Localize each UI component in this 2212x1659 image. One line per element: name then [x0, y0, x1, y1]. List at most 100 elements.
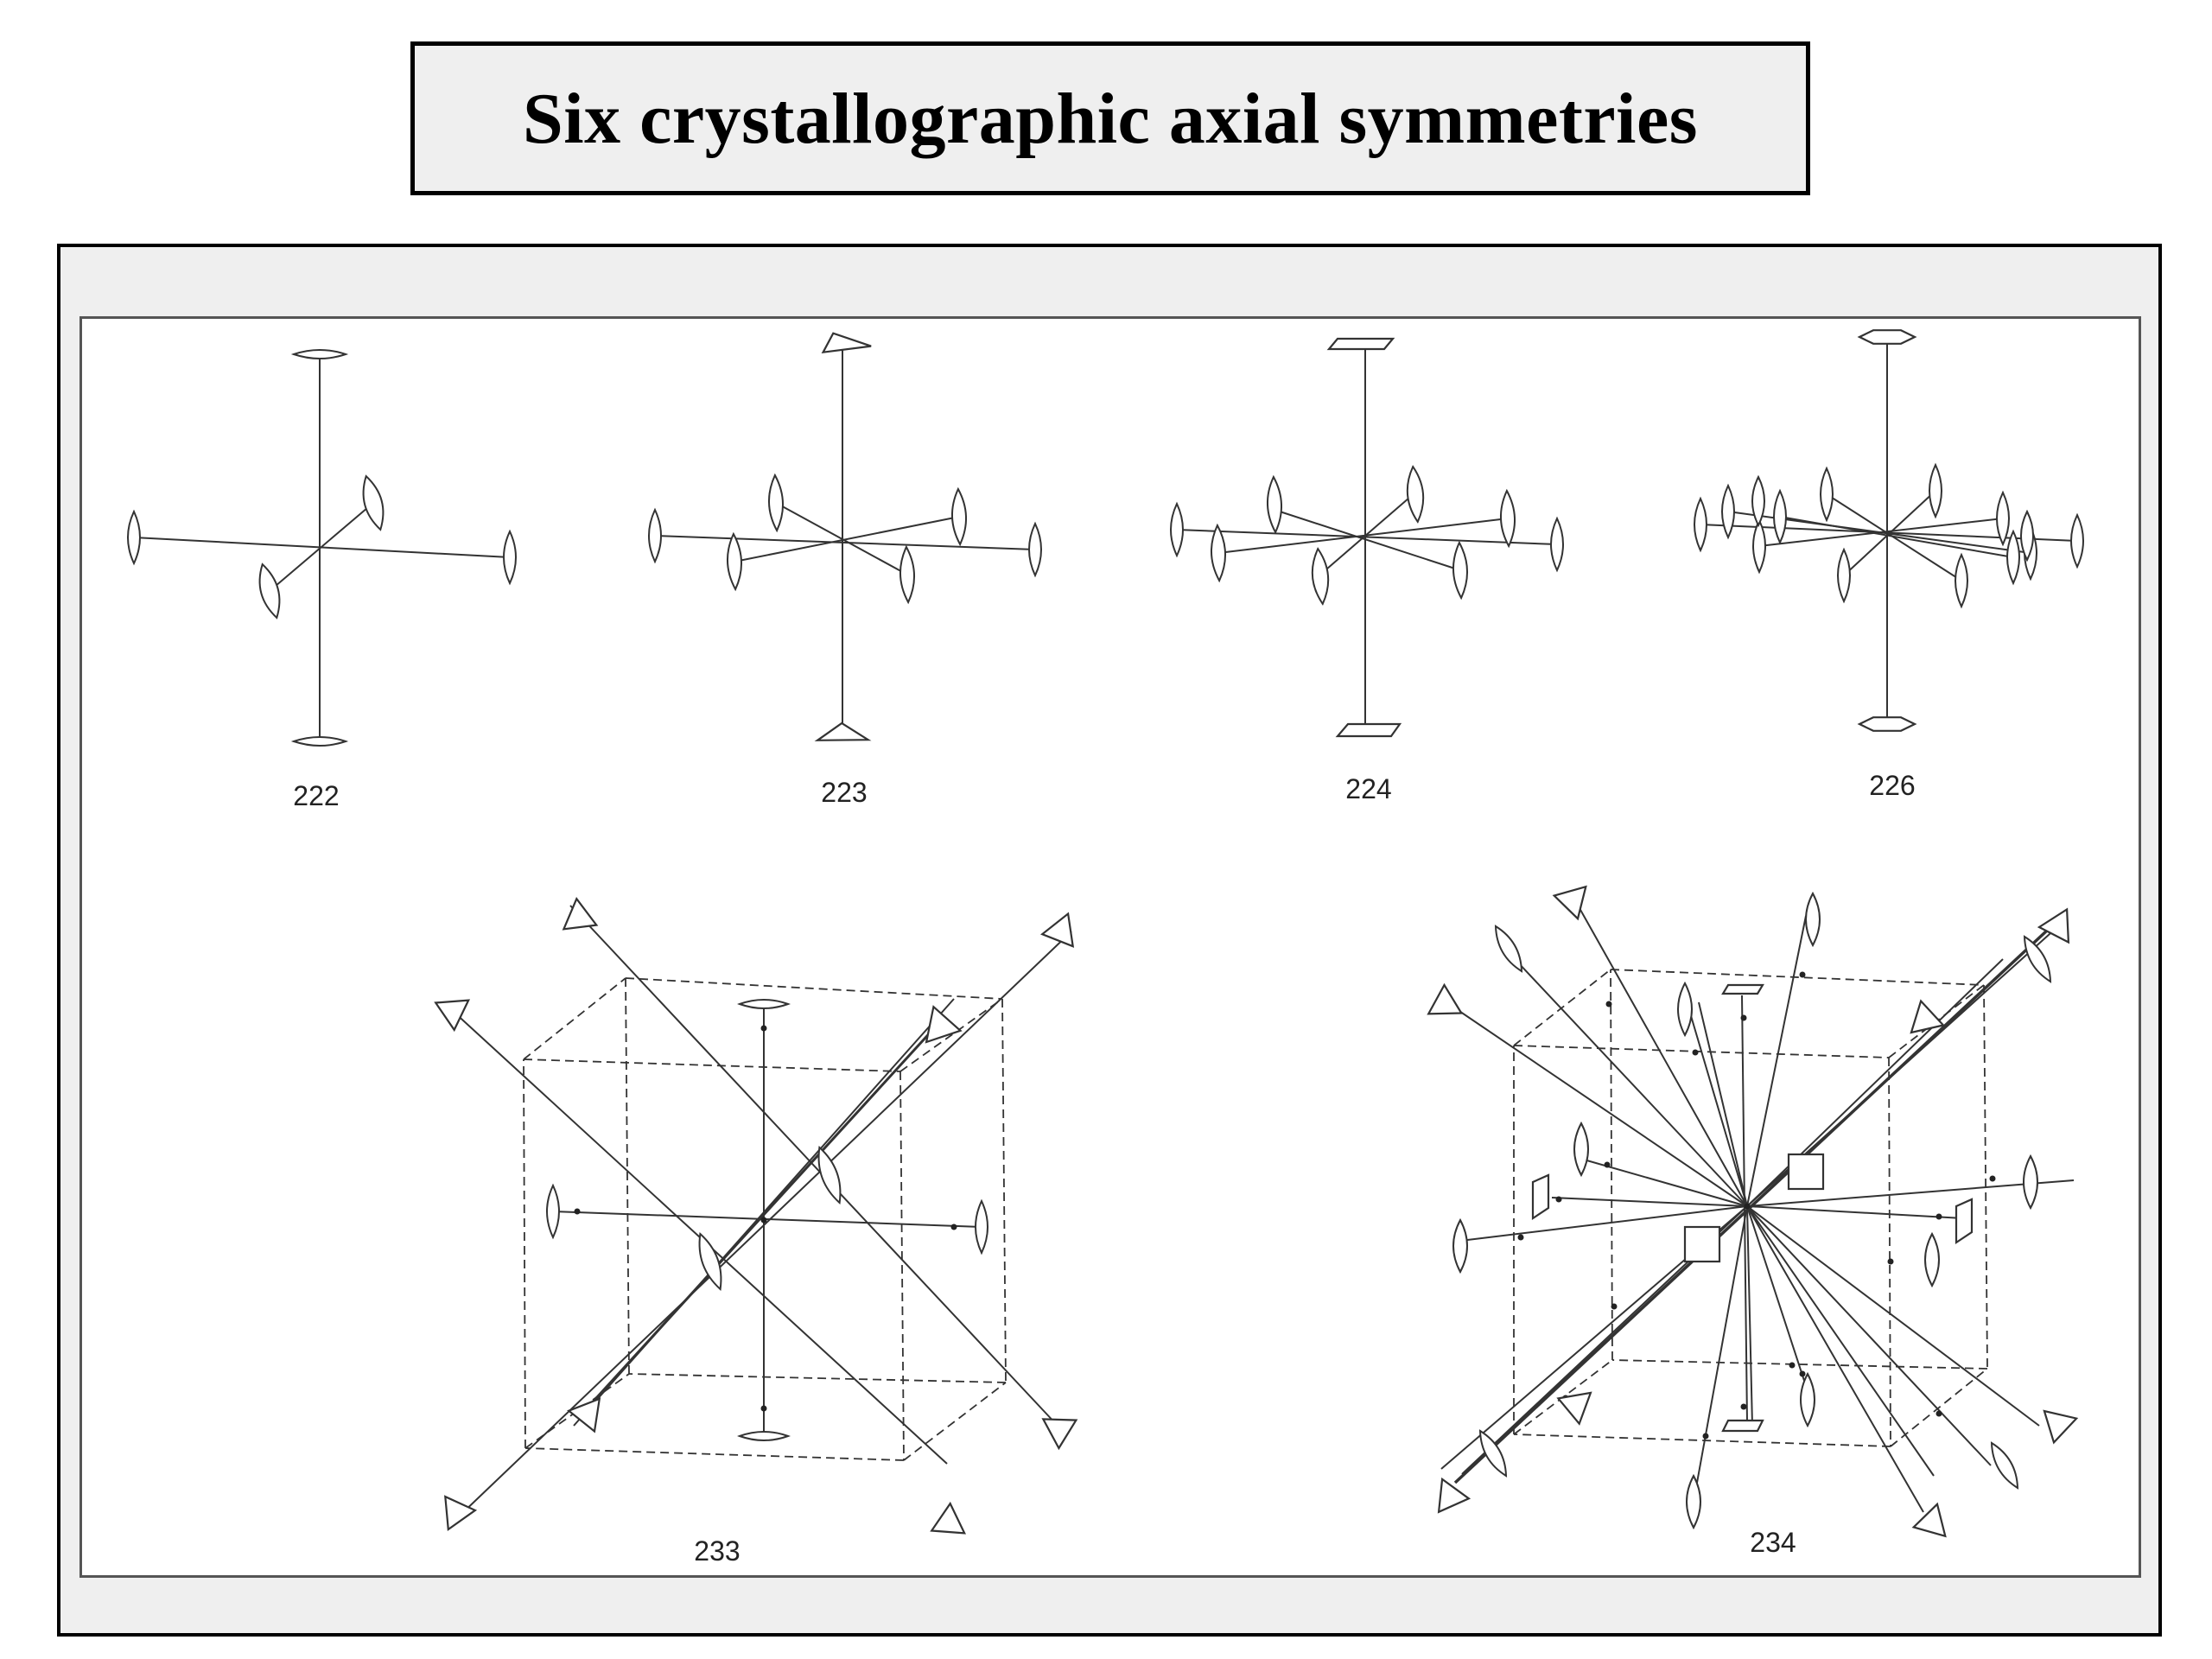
twofold-symbol — [258, 563, 281, 620]
axis-point — [1555, 1196, 1562, 1203]
axis-line — [1551, 1197, 1748, 1207]
axis-line — [1758, 518, 2004, 547]
fourfold-symbol — [1335, 722, 1402, 738]
axis-line — [1746, 1205, 1808, 1392]
figure-panel — [79, 316, 2141, 1578]
twofold-symbol — [1478, 1429, 1508, 1478]
axis-point — [1517, 1234, 1524, 1241]
threefold-symbol — [930, 1501, 967, 1535]
axis-point — [1702, 1433, 1709, 1440]
twofold-symbol — [1677, 981, 1693, 1038]
axis-line — [625, 977, 1003, 1000]
twofold-symbol — [1452, 1217, 1468, 1274]
twofold-symbol — [290, 349, 349, 359]
twofold-symbol — [2006, 529, 2020, 586]
axis-line — [1446, 1001, 1748, 1207]
twofold-symbol — [1550, 516, 1564, 573]
twofold-symbol — [1266, 474, 1283, 535]
axis-line — [1610, 969, 1985, 986]
axis-line — [1453, 928, 2050, 1484]
axis-line — [734, 516, 960, 563]
axis-line — [1983, 984, 1988, 1370]
axis-line — [524, 1447, 905, 1461]
axis-point — [1936, 1410, 1942, 1417]
twofold-symbol — [737, 1431, 791, 1441]
twofold-symbol — [950, 486, 968, 547]
sixfold-symbol — [1857, 329, 1917, 345]
label-224: 224 — [1345, 773, 1391, 804]
twofold-symbol — [1694, 496, 1707, 553]
axis-line — [1746, 1205, 1935, 1477]
axis-line — [1176, 529, 1558, 545]
page-title: Six crystallographic axial symmetries — [523, 78, 1698, 159]
label-234: 234 — [1750, 1527, 1796, 1558]
axis-point — [950, 1224, 957, 1230]
twofold-symbol — [698, 1232, 722, 1291]
axis-line — [1217, 518, 1509, 554]
threefold-symbol — [2043, 1409, 2079, 1445]
axis-point — [1789, 1362, 1796, 1369]
axis-point — [1740, 1403, 1747, 1410]
twofold-symbol — [2020, 509, 2034, 563]
twofold-symbol — [817, 1146, 842, 1205]
axis-point — [574, 1208, 581, 1215]
label-226: 226 — [1869, 770, 1915, 801]
twofold-symbol — [1499, 488, 1516, 549]
axis-point — [1799, 1370, 1806, 1377]
twofold-symbol — [648, 507, 662, 564]
twofold-symbol — [503, 529, 517, 586]
axis-point — [1989, 1175, 1996, 1182]
threefold-symbol — [1437, 1477, 1471, 1514]
twofold-symbol — [127, 509, 141, 566]
label-233: 233 — [694, 1535, 740, 1567]
axis-point — [1692, 1049, 1699, 1056]
twofold-symbol — [1028, 521, 1042, 578]
label-222: 222 — [293, 780, 339, 811]
twofold-symbol — [1955, 552, 1968, 609]
axis-line — [1746, 958, 2004, 1207]
fourfold-symbol — [1683, 1225, 1721, 1263]
axis-line — [577, 1016, 945, 1419]
diagram-224 — [1170, 337, 1564, 738]
threefold-symbol — [925, 1005, 963, 1044]
axis-point — [760, 1217, 767, 1224]
threefold-symbol — [1040, 912, 1075, 948]
twofold-symbol — [726, 531, 743, 592]
axis-point — [1604, 1161, 1611, 1168]
threefold-symbol — [1911, 1502, 1947, 1538]
axis-line — [1274, 509, 1461, 571]
diagram-222 — [127, 349, 517, 747]
twofold-symbol — [1752, 518, 1766, 575]
axis-line — [523, 977, 626, 1060]
threefold-symbol — [814, 721, 872, 741]
fourfold-symbol — [1721, 983, 1764, 995]
twofold-symbol — [1494, 925, 1523, 973]
twofold-symbol — [1452, 540, 1469, 601]
axis-line — [1503, 946, 1748, 1207]
axis-line — [899, 998, 1003, 1072]
twofold-symbol — [1573, 1121, 1589, 1178]
twofold-symbol — [767, 473, 785, 533]
axis-line — [1746, 1205, 2040, 1427]
fourfold-symbol — [1531, 1173, 1550, 1221]
threefold-symbol — [1427, 982, 1464, 1015]
axis-line — [1746, 1205, 1924, 1513]
twofold-symbol — [1820, 466, 1834, 523]
axis-line — [903, 1382, 1007, 1461]
fourfold-symbol — [1721, 1419, 1764, 1433]
axis-line — [625, 977, 630, 1375]
twofold-symbol — [1805, 891, 1821, 948]
axis-point — [1936, 1213, 1942, 1220]
twofold-symbol — [2070, 512, 2084, 569]
axis-line — [1890, 1368, 1988, 1447]
diagram-233 — [434, 897, 1078, 1535]
fourfold-symbol — [1787, 1153, 1825, 1191]
axis-line — [1513, 969, 1611, 1046]
threefold-symbol — [434, 999, 471, 1033]
twofold-symbol — [1406, 465, 1425, 524]
title-box: Six crystallographic axial symmetries — [410, 41, 1810, 195]
twofold-symbol — [1837, 547, 1851, 604]
axis-point — [1740, 1014, 1747, 1021]
threefold-symbol — [1556, 1391, 1592, 1426]
